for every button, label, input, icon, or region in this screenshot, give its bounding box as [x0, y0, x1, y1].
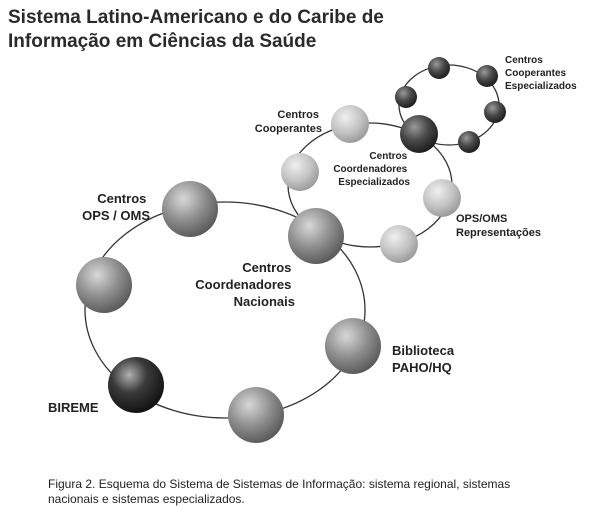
sphere-mid-bottom	[380, 225, 418, 263]
sphere-mid-left	[281, 153, 319, 191]
label-biblioteca: Biblioteca PAHO/HQ	[392, 343, 458, 375]
sphere-centros-ops-oms	[162, 181, 218, 237]
sphere-bottom	[228, 387, 284, 443]
systems-diagram: Centros OPS / OMS Centros Coordenadores …	[48, 55, 577, 443]
label-ops-oms-representacoes: OPS/OMS Representações	[456, 213, 541, 239]
sphere-specialized-3	[395, 86, 417, 108]
label-centros-coordenadores-especializados: Centros Coordenadores Especializados	[333, 151, 410, 188]
page-title: Sistema Latino-Americano e do Caribe de …	[8, 6, 568, 54]
sphere-specialized-1	[428, 57, 450, 79]
figure-caption: Figura 2. Esquema do Sistema de Sistemas…	[48, 477, 568, 507]
label-centros-cooperantes-especializados: Centros Cooperantes Especializados	[505, 55, 577, 92]
caption-line-1: Figura 2. Esquema do Sistema de Sistemas…	[48, 477, 511, 491]
sphere-specialized-4	[484, 101, 506, 123]
sphere-biblioteca	[325, 318, 381, 374]
sphere-bireme	[108, 357, 164, 413]
title-line-2: Informação em Ciências da Saúde	[8, 31, 317, 52]
label-centros-cooperantes: Centros Cooperantes	[255, 109, 322, 135]
national-ring	[84, 201, 366, 419]
sphere-centros-cooperantes	[331, 105, 369, 143]
caption-line-2: nacionais e sistemas especializados.	[48, 492, 245, 506]
title-line-1: Sistema Latino-Americano e do Caribe de	[8, 7, 384, 28]
sphere-specialized-2	[476, 65, 498, 87]
sphere-centros-coordenadores-nacionais	[288, 208, 344, 264]
label-centros-ops-oms: Centros OPS / OMS	[82, 191, 150, 223]
sphere-specialized-5	[458, 131, 480, 153]
label-centros-coordenadores-nacionais: Centros Coordenadores Nacionais	[195, 260, 295, 309]
label-bireme: BIREME	[48, 400, 99, 415]
sphere-ops-oms-representacoes	[423, 179, 461, 217]
sphere-left	[76, 257, 132, 313]
sphere-intersection	[400, 115, 438, 153]
